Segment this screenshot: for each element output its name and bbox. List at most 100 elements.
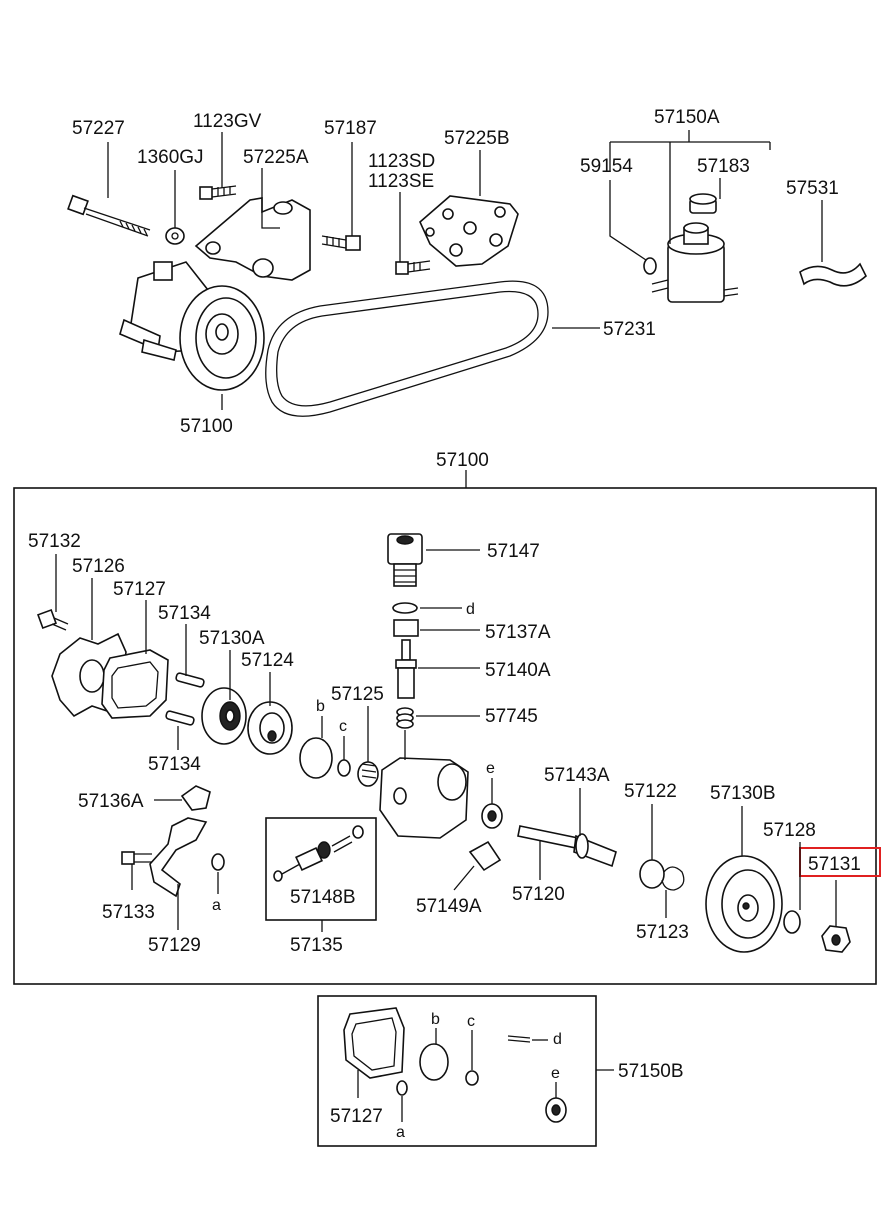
bolt-57227 (67, 194, 151, 237)
pulley-57130B (705, 855, 783, 953)
label-57130B: 57130B (710, 783, 776, 804)
gasket-57127-kit (343, 1007, 405, 1079)
shaft-57120 (517, 825, 617, 868)
label-57126: 57126 (72, 556, 125, 577)
label-57183: 57183 (697, 156, 750, 177)
nut-57131 (821, 925, 851, 953)
label-57120: 57120 (512, 884, 565, 905)
label-57130A: 57130A (199, 628, 265, 649)
seal-e-kit (545, 1097, 567, 1123)
bolt-1123GV (199, 185, 237, 200)
label-57531: 57531 (786, 178, 839, 199)
pin-57134-a (175, 672, 205, 688)
sub-box-57135 (265, 817, 377, 921)
fitting-57136A (180, 785, 211, 811)
o-ring-a-kit (396, 1080, 408, 1096)
label-57225B: 57225B (444, 128, 510, 149)
label-57129: 57129 (148, 935, 201, 956)
cam-ring-57130A (201, 687, 247, 745)
cap-57183 (689, 193, 717, 214)
label-a-2: a (396, 1124, 405, 1141)
label-57123: 57123 (636, 922, 689, 943)
label-59154: 59154 (580, 156, 633, 177)
label-b-1: b (316, 698, 325, 715)
label-d-2: d (553, 1031, 562, 1048)
bolt-57133 (121, 851, 152, 865)
pump-57100-top (119, 261, 265, 391)
belt-57231 (265, 280, 549, 417)
bolt-1123SD (395, 260, 431, 275)
clamp-59154 (643, 257, 657, 275)
o-ring-d-kit (507, 1035, 531, 1043)
label-b-2: b (431, 1011, 440, 1028)
kit-box-57150B (317, 995, 597, 1147)
label-57140A: 57140A (485, 660, 551, 681)
o-ring-c (337, 759, 351, 777)
label-d-1: d (466, 601, 475, 618)
reservoir-57150A (651, 222, 739, 303)
label-57225A: 57225A (243, 147, 309, 168)
label-57134-a: 57134 (158, 603, 211, 624)
label-57136A: 57136A (78, 791, 144, 812)
tube-57129 (149, 817, 208, 898)
plug-57137A (393, 619, 419, 637)
valve-57140A (395, 639, 417, 699)
label-57227: 57227 (72, 118, 125, 139)
label-57135: 57135 (290, 935, 343, 956)
label-57128: 57128 (763, 820, 816, 841)
rotor-57124 (247, 701, 293, 755)
o-ring-d (392, 602, 418, 614)
pin-57134-b (165, 710, 195, 726)
label-1360GJ: 1360GJ (137, 147, 204, 168)
label-57127: 57127 (113, 579, 166, 600)
label-c-2: c (467, 1013, 475, 1030)
label-57133: 57133 (102, 902, 155, 923)
label-57149A: 57149A (416, 896, 482, 917)
label-57134-b: 57134 (148, 754, 201, 775)
assembly-box-57100 (13, 487, 877, 985)
label-1123SE: 1123SE (368, 171, 434, 192)
label-57100-box: 57100 (436, 450, 489, 471)
label-1123SD: 1123SD (368, 151, 435, 172)
spring-57745 (396, 707, 414, 729)
hose-57531 (799, 262, 867, 287)
label-c-1: c (339, 718, 347, 735)
o-ring-b-kit (419, 1043, 449, 1081)
fitting-57147 (387, 533, 423, 587)
o-ring-b (299, 737, 333, 779)
ring-57122 (639, 859, 665, 889)
screw-57132 (37, 609, 69, 631)
label-57150A: 57150A (654, 107, 720, 128)
label-57100-top: 57100 (180, 416, 233, 437)
bolt-57187 (321, 235, 361, 251)
label-e-1: e (486, 760, 495, 777)
washer-57128 (783, 910, 801, 934)
label-57132: 57132 (28, 531, 81, 552)
bracket-57225A (194, 197, 311, 281)
label-1123GV: 1123GV (193, 111, 262, 132)
label-e-2: e (551, 1065, 560, 1082)
snap-ring-57123 (661, 866, 685, 891)
washer-1360GJ (165, 227, 185, 245)
label-57150B: 57150B (618, 1061, 684, 1082)
o-ring-c-kit (465, 1070, 479, 1086)
label-57148B: 57148B (290, 887, 356, 908)
label-57147: 57147 (487, 541, 540, 562)
label-57124: 57124 (241, 650, 294, 671)
bushing-57149A (468, 840, 502, 872)
label-57125: 57125 (331, 684, 384, 705)
label-57231: 57231 (603, 319, 656, 340)
label-57143A: 57143A (544, 765, 610, 786)
label-57745: 57745 (485, 706, 538, 727)
label-57131: 57131 (808, 854, 861, 875)
label-a-1: a (212, 897, 221, 914)
valve-kit-57148B (273, 825, 364, 882)
label-57187: 57187 (324, 118, 377, 139)
label-57122: 57122 (624, 781, 677, 802)
pump-body (379, 730, 469, 839)
o-ring-a (211, 853, 225, 871)
label-57137A: 57137A (485, 622, 551, 643)
label-57127-kit: 57127 (330, 1106, 383, 1127)
seat-57125 (357, 761, 379, 787)
